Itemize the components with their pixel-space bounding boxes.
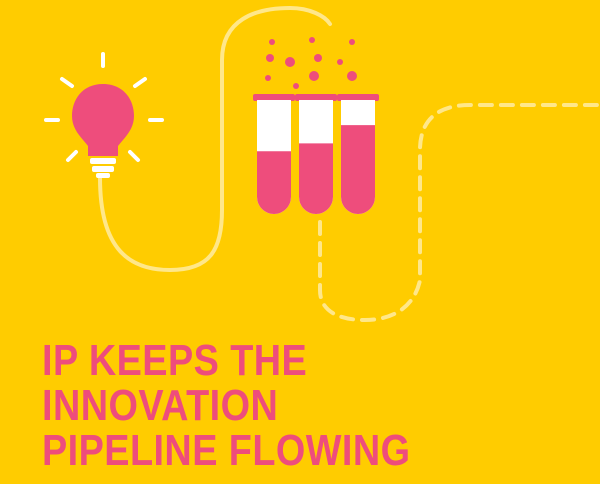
test-tube: [253, 94, 295, 214]
bubbles: [265, 37, 357, 89]
test-tube: [295, 94, 337, 214]
lightbulb-icon: [44, 52, 164, 178]
headline-line-1: IP KEEPS THE: [42, 336, 308, 385]
headline-line-3: PIPELINE FLOWING: [42, 426, 411, 475]
test-tubes-icon: [253, 94, 379, 214]
pipeline-dashed-line: [318, 103, 600, 323]
pipeline-solid-line: [98, 5, 332, 273]
headline-line-2: INNOVATION: [42, 381, 279, 430]
test-tube: [337, 94, 379, 214]
headline: IP KEEPS THE INNOVATION PIPELINE FLOWING: [42, 338, 582, 473]
